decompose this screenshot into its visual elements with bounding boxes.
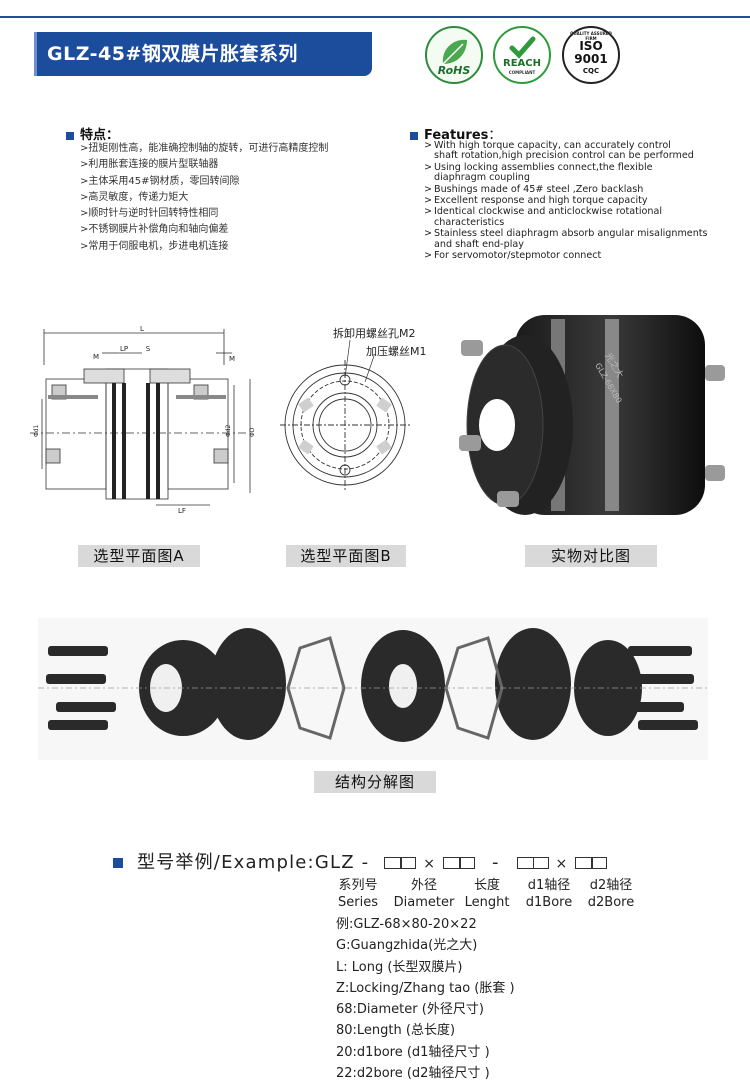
legend-item: 80:Length (总长度) [336,1023,456,1039]
list-item: >不锈钢膜片补偿角向和轴向偏差 [80,224,229,236]
dim-lf-label: LF [178,507,186,515]
iso-label: ISO [579,39,603,53]
caption-drawing-b: 选型平面图B [286,545,406,567]
example-heading: 型号举例/Example:GLZ - × - × [113,848,608,874]
dim-D-label: ΦD [249,427,256,437]
reach-badge: REACH COMPLIANT [493,26,551,84]
dim-d1-label: Φd1 [33,424,40,437]
features-en-heading: Features： [410,124,501,143]
drawing-b-label-m2: 拆卸用螺丝孔M2 [333,327,416,340]
dim-m2-label: M [229,355,235,363]
dim-lp-label: LP [120,345,128,353]
list-item: >顺时针与逆时针回转特性相同 [80,208,219,220]
list-item: >利用胀套连接的膜片型联轴器 [80,159,219,171]
code-box-diameter [384,857,417,869]
list-item: >With high torque capacity, can accurate… [424,140,694,162]
list-item: >Bushings made of 45# steel ,Zero backla… [424,183,644,195]
drawing-b [280,360,410,490]
caption-drawing-a: 选型平面图A [78,545,200,567]
legend-item: G:Guangzhida(光之大) [336,938,478,954]
checkmark-icon [509,36,536,59]
list-item: >主体采用45#钢材质，零回转间隙 [80,175,240,187]
legend-item: 例:GLZ-68×80-20×22 [336,917,477,932]
list-item: >Stainless steel diaphragm absorb angula… [424,228,708,250]
iso-number: 9001 [574,52,608,66]
list-item: >Excellent response and high torque capa… [424,195,648,207]
legend-item: 20:d1bore (d1轴径尺寸 ) [336,1044,490,1060]
code-legend: 例:GLZ-68×80-20×22 G:Guangzhida(光之大) L: L… [336,914,515,1084]
bullet-square-icon [113,858,123,868]
iso-badge: QUALITY ASSURED FIRM ISO 9001 CQC [562,26,620,84]
features-cn-heading: 特点： [66,124,119,143]
product-photo: 光之大 GLZ-68X80 [459,315,725,515]
dim-l-label: L [140,325,144,333]
reach-sub-label: COMPLIANT [508,70,536,75]
drawing-b-label-m1: 加压螺丝M1 [366,345,427,358]
code-box-d2 [575,857,608,869]
leaf-icon [442,39,467,65]
features-cn-list: >扭矩刚性高，能准确控制轴的旋转，可进行高精度控制 >利用胀套连接的膜片型联轴器… [80,141,328,255]
caption-exploded-view: 结构分解图 [314,771,436,793]
legend-item: L: Long (长型双膜片) [336,959,463,975]
list-item: >For servomotor/stepmotor connect [424,250,602,262]
dim-s-label: S [146,345,151,353]
list-item: >高灵敏度，传递力矩大 [80,191,189,203]
top-rule [0,16,750,18]
exploded-view [38,618,708,760]
code-box-length [443,857,476,869]
reach-label: REACH [503,58,541,69]
legend-item: Z:Locking/Zhang tao (胀套 ) [336,980,515,996]
rohs-label: RoHS [437,64,471,77]
list-item: >Identical clockwise and anticlockwise r… [424,206,663,228]
iso-bottom-label: CQC [582,67,600,75]
legend-item: 68:Diameter (外径尺寸) [336,1002,484,1018]
features-en-list: >With high torque capacity, can accurate… [424,140,708,262]
legend-item: 22:d2bore (d2轴径尺寸 ) [336,1066,490,1082]
list-item: >扭矩刚性高，能准确控制轴的旋转，可进行高精度控制 [80,143,329,154]
dim-m-label: M [93,353,99,361]
iso-top-label: QUALITY ASSURED FIRM [570,31,612,41]
leader-lines [344,339,375,383]
caption-photo: 实物对比图 [525,545,657,567]
bullet-square-icon [410,131,418,140]
dim-d2-label: Φd2 [225,424,232,437]
drawing-a: L LP S M M Φd1 Φd2 ΦD LF [30,325,256,515]
bullet-square-icon [66,131,74,140]
list-item: >Using locking assemblies connect,the fl… [424,161,653,184]
code-box-d1 [516,857,549,869]
page-title: GLZ-45#钢双膜片胀套系列 [34,32,372,76]
rohs-badge: RoHS [425,26,483,84]
list-item: >常用于伺服电机，步进电机连接 [80,240,229,252]
